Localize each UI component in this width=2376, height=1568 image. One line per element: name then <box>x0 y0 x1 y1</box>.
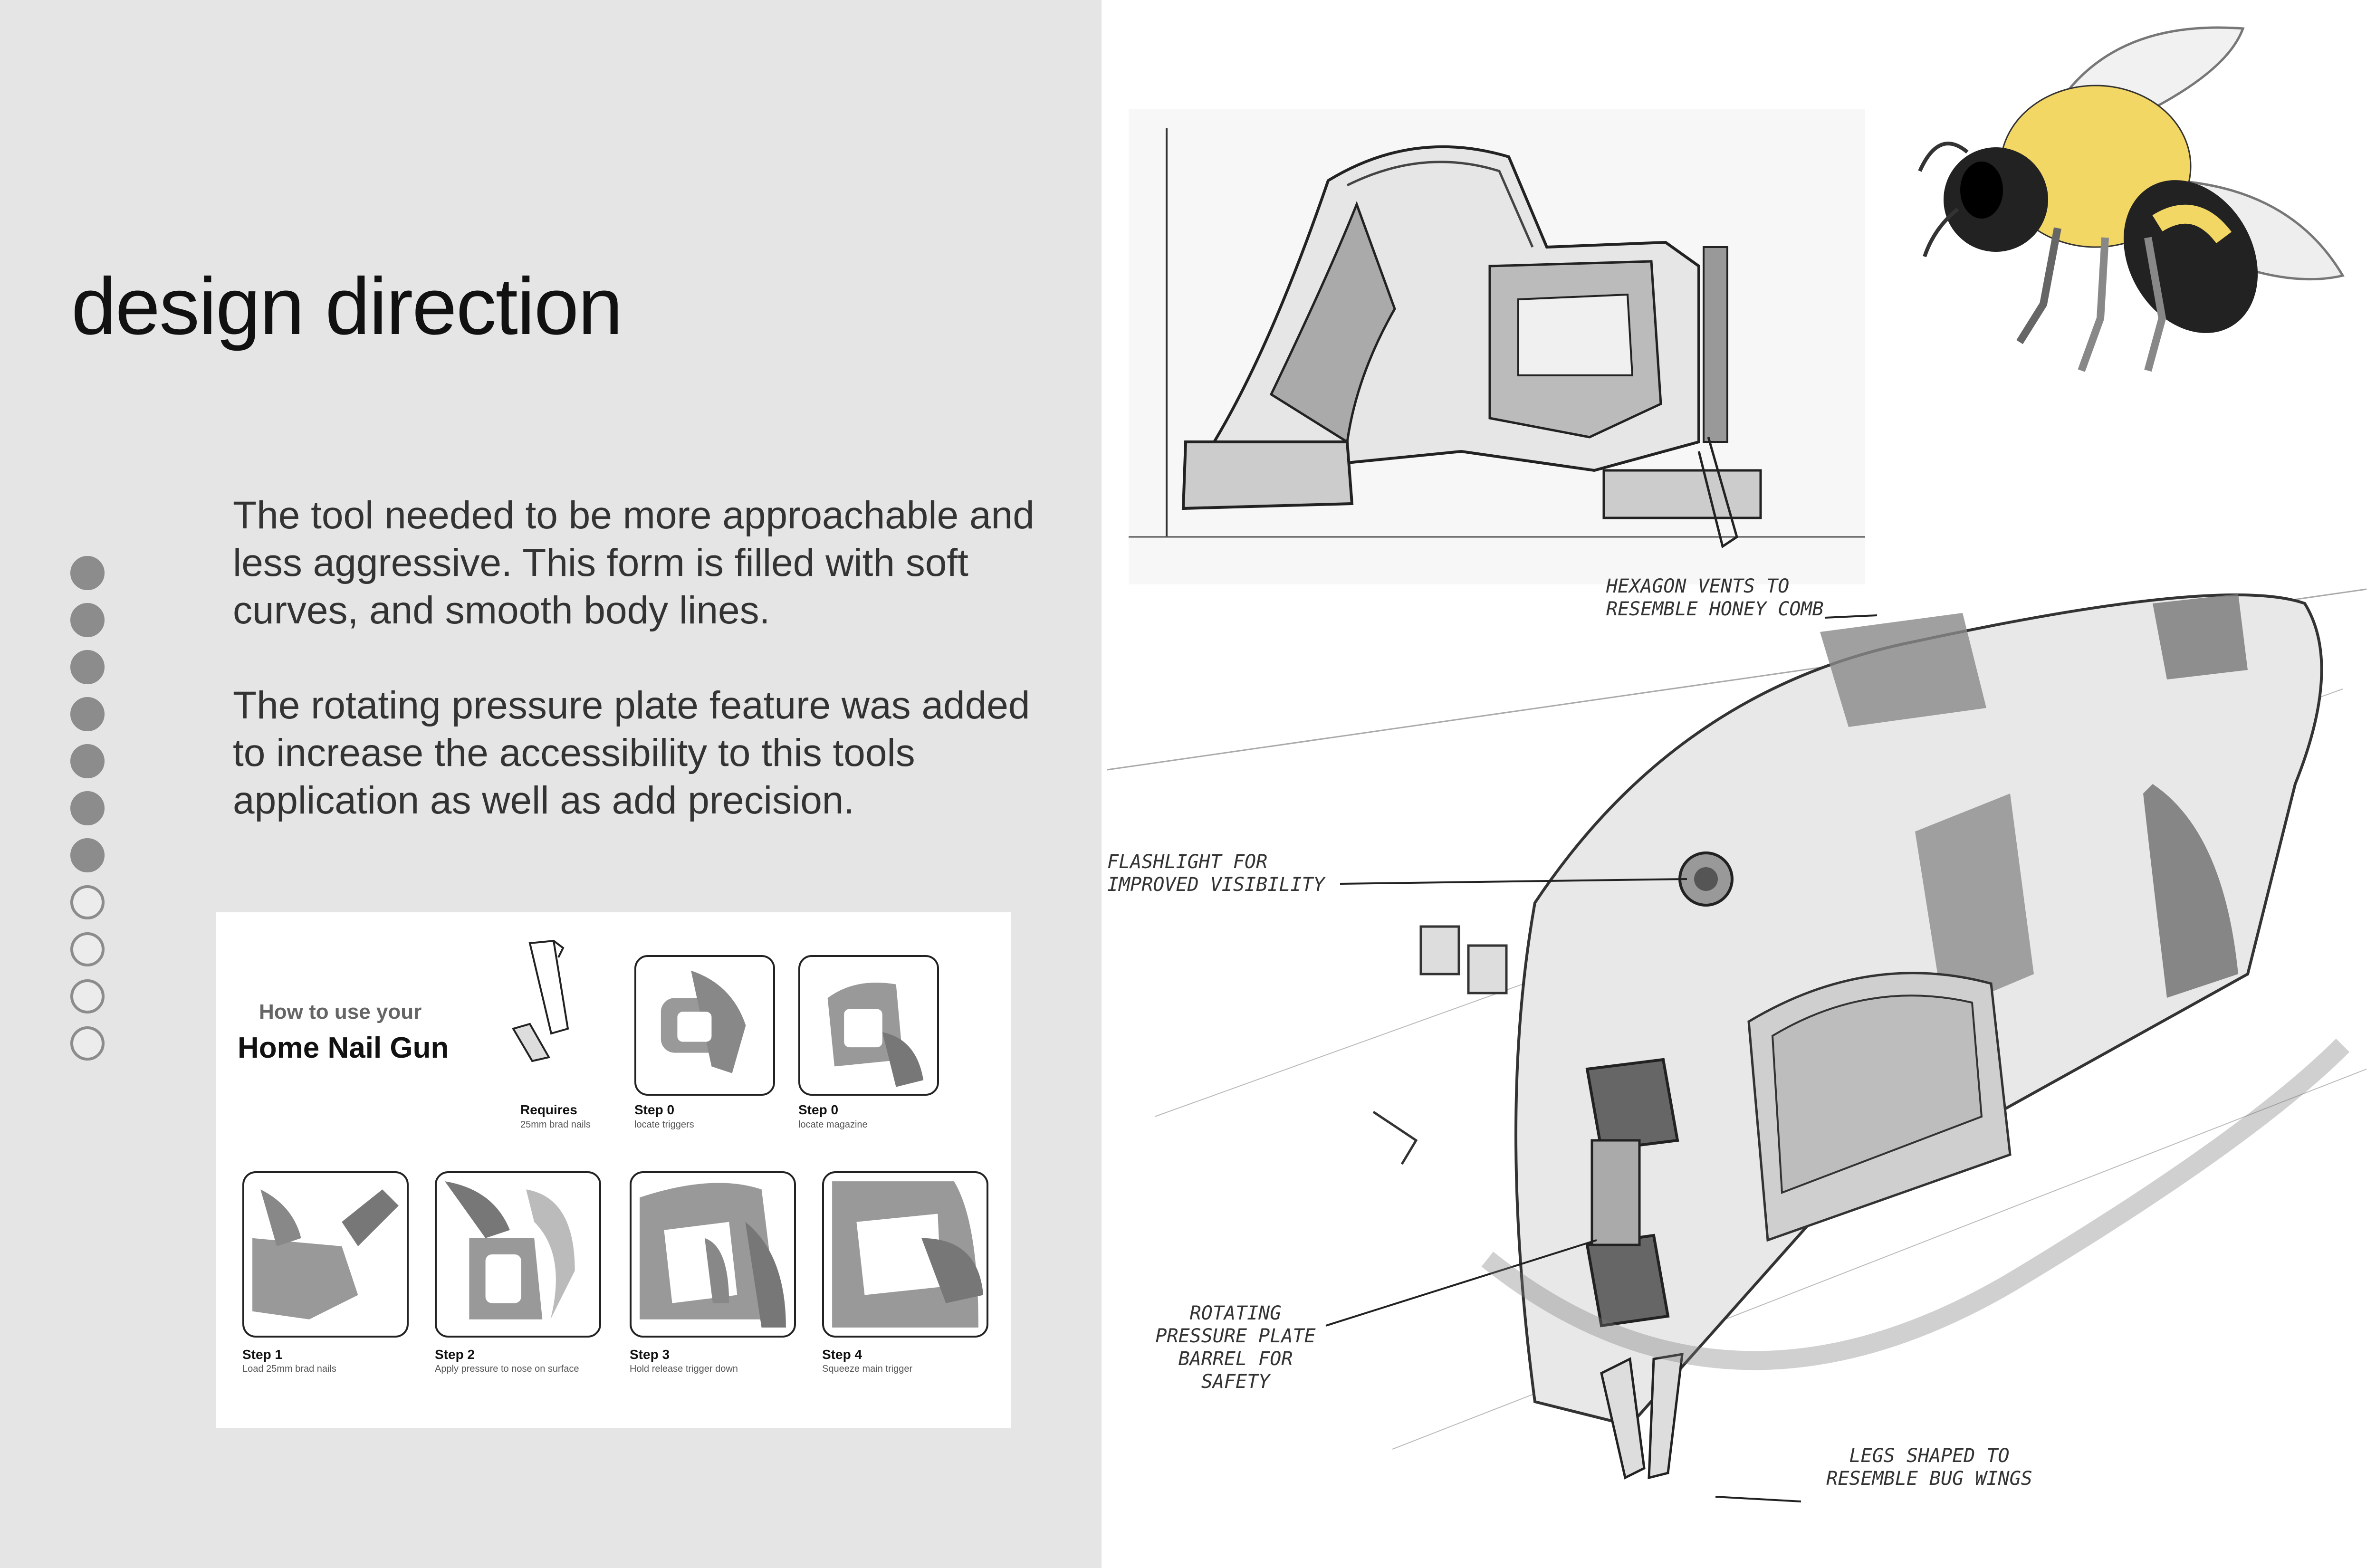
page-dot-7[interactable] <box>70 838 105 872</box>
step-label: Step 4 <box>822 1347 862 1362</box>
step-caption: Squeeze main trigger <box>822 1364 913 1374</box>
annotation-legs: Legs shaped to resemble bug wings <box>1826 1445 2032 1490</box>
page-dot-4[interactable] <box>70 697 105 731</box>
step-illustration <box>435 1171 601 1338</box>
left-panel: design direction The tool needed to be m… <box>0 0 1102 1568</box>
description-paragraph-2: The rotating pressure plate feature was … <box>233 684 1030 822</box>
step-label: Step 0 <box>634 1102 675 1117</box>
step-illustration <box>634 955 775 1096</box>
step-label: Step 2 <box>435 1347 475 1362</box>
page-title: design direction <box>71 261 623 352</box>
description: The tool needed to be more approachable … <box>233 492 1041 872</box>
nails-icon <box>511 939 569 1062</box>
page-dot-9[interactable] <box>70 932 105 966</box>
page-dot-8[interactable] <box>70 885 105 919</box>
page-dot-5[interactable] <box>70 744 105 778</box>
step-illustration <box>798 955 939 1096</box>
description-paragraph-1: The tool needed to be more approachable … <box>233 494 1035 632</box>
annotation-rotating: Rotating pressure plate barrel for safet… <box>1155 1302 1316 1393</box>
step-label: Step 0 <box>798 1102 839 1117</box>
page-dot-2[interactable] <box>70 603 105 637</box>
nail-gun-perspective-sketch <box>1107 588 2367 1502</box>
step-illustration <box>630 1171 796 1338</box>
page-dot-11[interactable] <box>70 1026 105 1061</box>
step-caption: Apply pressure to nose on surface <box>435 1364 579 1374</box>
step-label: Step 3 <box>630 1347 670 1362</box>
step-illustration <box>822 1171 988 1338</box>
step-caption: 25mm brad nails <box>520 1119 591 1130</box>
annotation-hexagon: Hexagon vents to resemble honey comb <box>1606 575 1824 620</box>
annotation-flashlight: Flashlight for improved visibility <box>1107 851 1325 896</box>
page-dot-3[interactable] <box>70 650 105 684</box>
page-dot-10[interactable] <box>70 979 105 1013</box>
step-illustration <box>242 1171 409 1338</box>
nail-gun-side-sketch <box>1129 109 1865 584</box>
how-to-guide: How to use your Home Nail Gun Requires 2… <box>216 912 1011 1428</box>
pagination-dots <box>70 556 105 1073</box>
page-dot-1[interactable] <box>70 556 105 590</box>
step-caption: Load 25mm brad nails <box>242 1364 336 1374</box>
guide-subtitle: How to use your <box>259 1000 422 1023</box>
step-caption: Hold release trigger down <box>630 1364 738 1374</box>
guide-title: Home Nail Gun <box>238 1032 449 1064</box>
step-label: Step 1 <box>242 1347 283 1362</box>
bee-illustration <box>1918 26 2345 372</box>
step-label: Requires <box>520 1102 577 1117</box>
step-caption: locate triggers <box>634 1119 694 1130</box>
step-caption: locate magazine <box>798 1119 868 1130</box>
page-dot-6[interactable] <box>70 791 105 825</box>
